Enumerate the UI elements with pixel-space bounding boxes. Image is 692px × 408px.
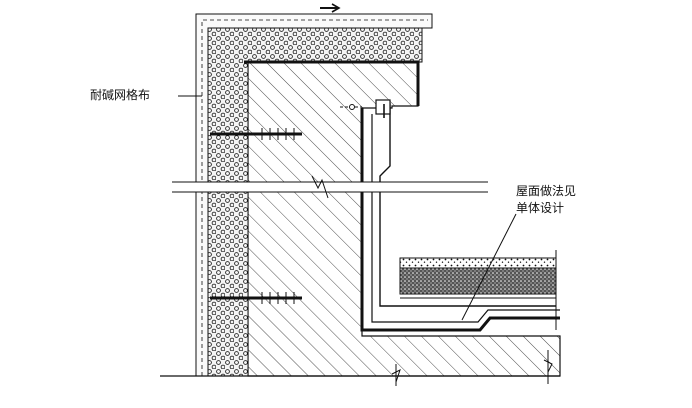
waterproof-upturn-inner — [371, 114, 560, 323]
flashing-clamp — [375, 99, 391, 115]
break-line-icon — [391, 350, 553, 386]
roof-label-line2: 单体设计 — [516, 201, 565, 215]
mesh-dashed-line — [201, 19, 428, 376]
waterproof-cap-line — [244, 60, 420, 106]
anchor-bolt-icon — [210, 128, 302, 140]
waterproof-upturn — [360, 108, 560, 332]
mesh-label: 耐碱网格布 — [90, 88, 151, 102]
break-line-icon — [172, 175, 488, 199]
roof-leader-line — [461, 213, 517, 321]
arrow-right-icon — [320, 3, 341, 13]
roof-label-line1: 屋面做法见 — [516, 184, 577, 198]
anchor-bolt-icon — [210, 292, 302, 304]
roof-protective-layer — [399, 257, 557, 269]
roof-insulation-layer — [399, 267, 557, 295]
